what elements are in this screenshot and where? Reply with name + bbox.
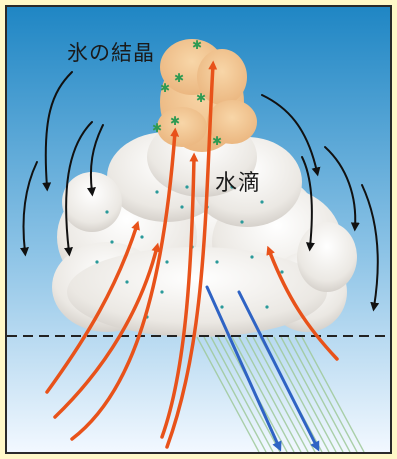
ice-crystal-icon: ✱	[212, 134, 222, 148]
water-droplet	[185, 185, 189, 189]
water-droplet	[250, 255, 254, 259]
updraft-arrow-5	[165, 60, 218, 449]
rain-streak	[294, 336, 358, 452]
ice-crystal-icon: ✱	[192, 38, 202, 52]
water-droplet	[280, 270, 284, 274]
rain-streak	[266, 336, 330, 452]
rain-streak	[245, 336, 309, 452]
updraft-arrow-3	[70, 127, 180, 441]
water-droplet	[230, 185, 234, 189]
rain-arrow-2	[237, 290, 320, 452]
water-droplet	[260, 200, 264, 204]
rain-streak	[203, 336, 267, 452]
downdraft-arrow-6	[301, 156, 315, 252]
water-droplet	[215, 260, 219, 264]
ice-crystal-icon: ✱	[170, 114, 180, 128]
downdraft-arrow-3	[86, 124, 104, 197]
water-droplet	[155, 190, 159, 194]
rain-arrow-1	[205, 285, 282, 452]
downdraft-arrow-7	[324, 146, 360, 232]
water-droplet	[160, 290, 164, 294]
rain-streak	[196, 336, 260, 452]
rain-streak	[287, 336, 351, 452]
downdraft-arrow-5	[261, 94, 321, 177]
ice-crystal-icon: ✱	[174, 71, 184, 85]
downdraft-arrow-1	[42, 71, 73, 192]
rain-streak	[210, 336, 274, 452]
rain-streak	[217, 336, 281, 452]
water-droplets-label: 水滴	[215, 171, 262, 196]
water-droplet	[180, 205, 184, 209]
ice-crystal-icon: ✱	[160, 81, 170, 95]
rain-streak	[273, 336, 337, 452]
water-droplet	[125, 280, 129, 284]
updraft-arrow-1	[45, 220, 140, 394]
updraft-arrow-4	[160, 152, 199, 439]
downdraft-arrow-2	[64, 121, 93, 257]
updraft-arrows	[45, 60, 339, 449]
rain-streak	[301, 336, 365, 452]
updraft-arrow-6	[266, 245, 339, 361]
rain-streak	[231, 336, 295, 452]
downdraft-arrow-4	[20, 161, 38, 257]
downdraft-arrow-8	[361, 184, 380, 312]
rain-streak	[280, 336, 344, 452]
water-droplet	[240, 220, 244, 224]
updraft-arrow-2	[53, 242, 161, 419]
rain-streak	[252, 336, 316, 452]
rain-streak	[238, 336, 302, 452]
water-droplet	[165, 260, 169, 264]
ice-crystal-icon: ✱	[196, 91, 206, 105]
ice-crystal-icon: ✱	[152, 121, 162, 135]
water-droplet	[265, 305, 269, 309]
cumulonimbus-diagram: ✱ ✱ ✱ ✱ ✱ ✱ ✱	[7, 7, 390, 452]
diagram-frame: ✱ ✱ ✱ ✱ ✱ ✱ ✱ 氷の結晶	[5, 5, 392, 454]
ice-crystals: ✱ ✱ ✱ ✱ ✱ ✱ ✱	[152, 38, 222, 148]
downdraft-arrows	[20, 71, 380, 312]
water-droplet	[220, 305, 224, 309]
water-droplet	[110, 240, 114, 244]
rain-arrows	[205, 285, 320, 452]
water-droplet	[95, 260, 99, 264]
water-droplet	[140, 235, 144, 239]
ice-crystals-label: 氷の結晶	[67, 41, 155, 65]
water-droplet	[105, 210, 109, 214]
